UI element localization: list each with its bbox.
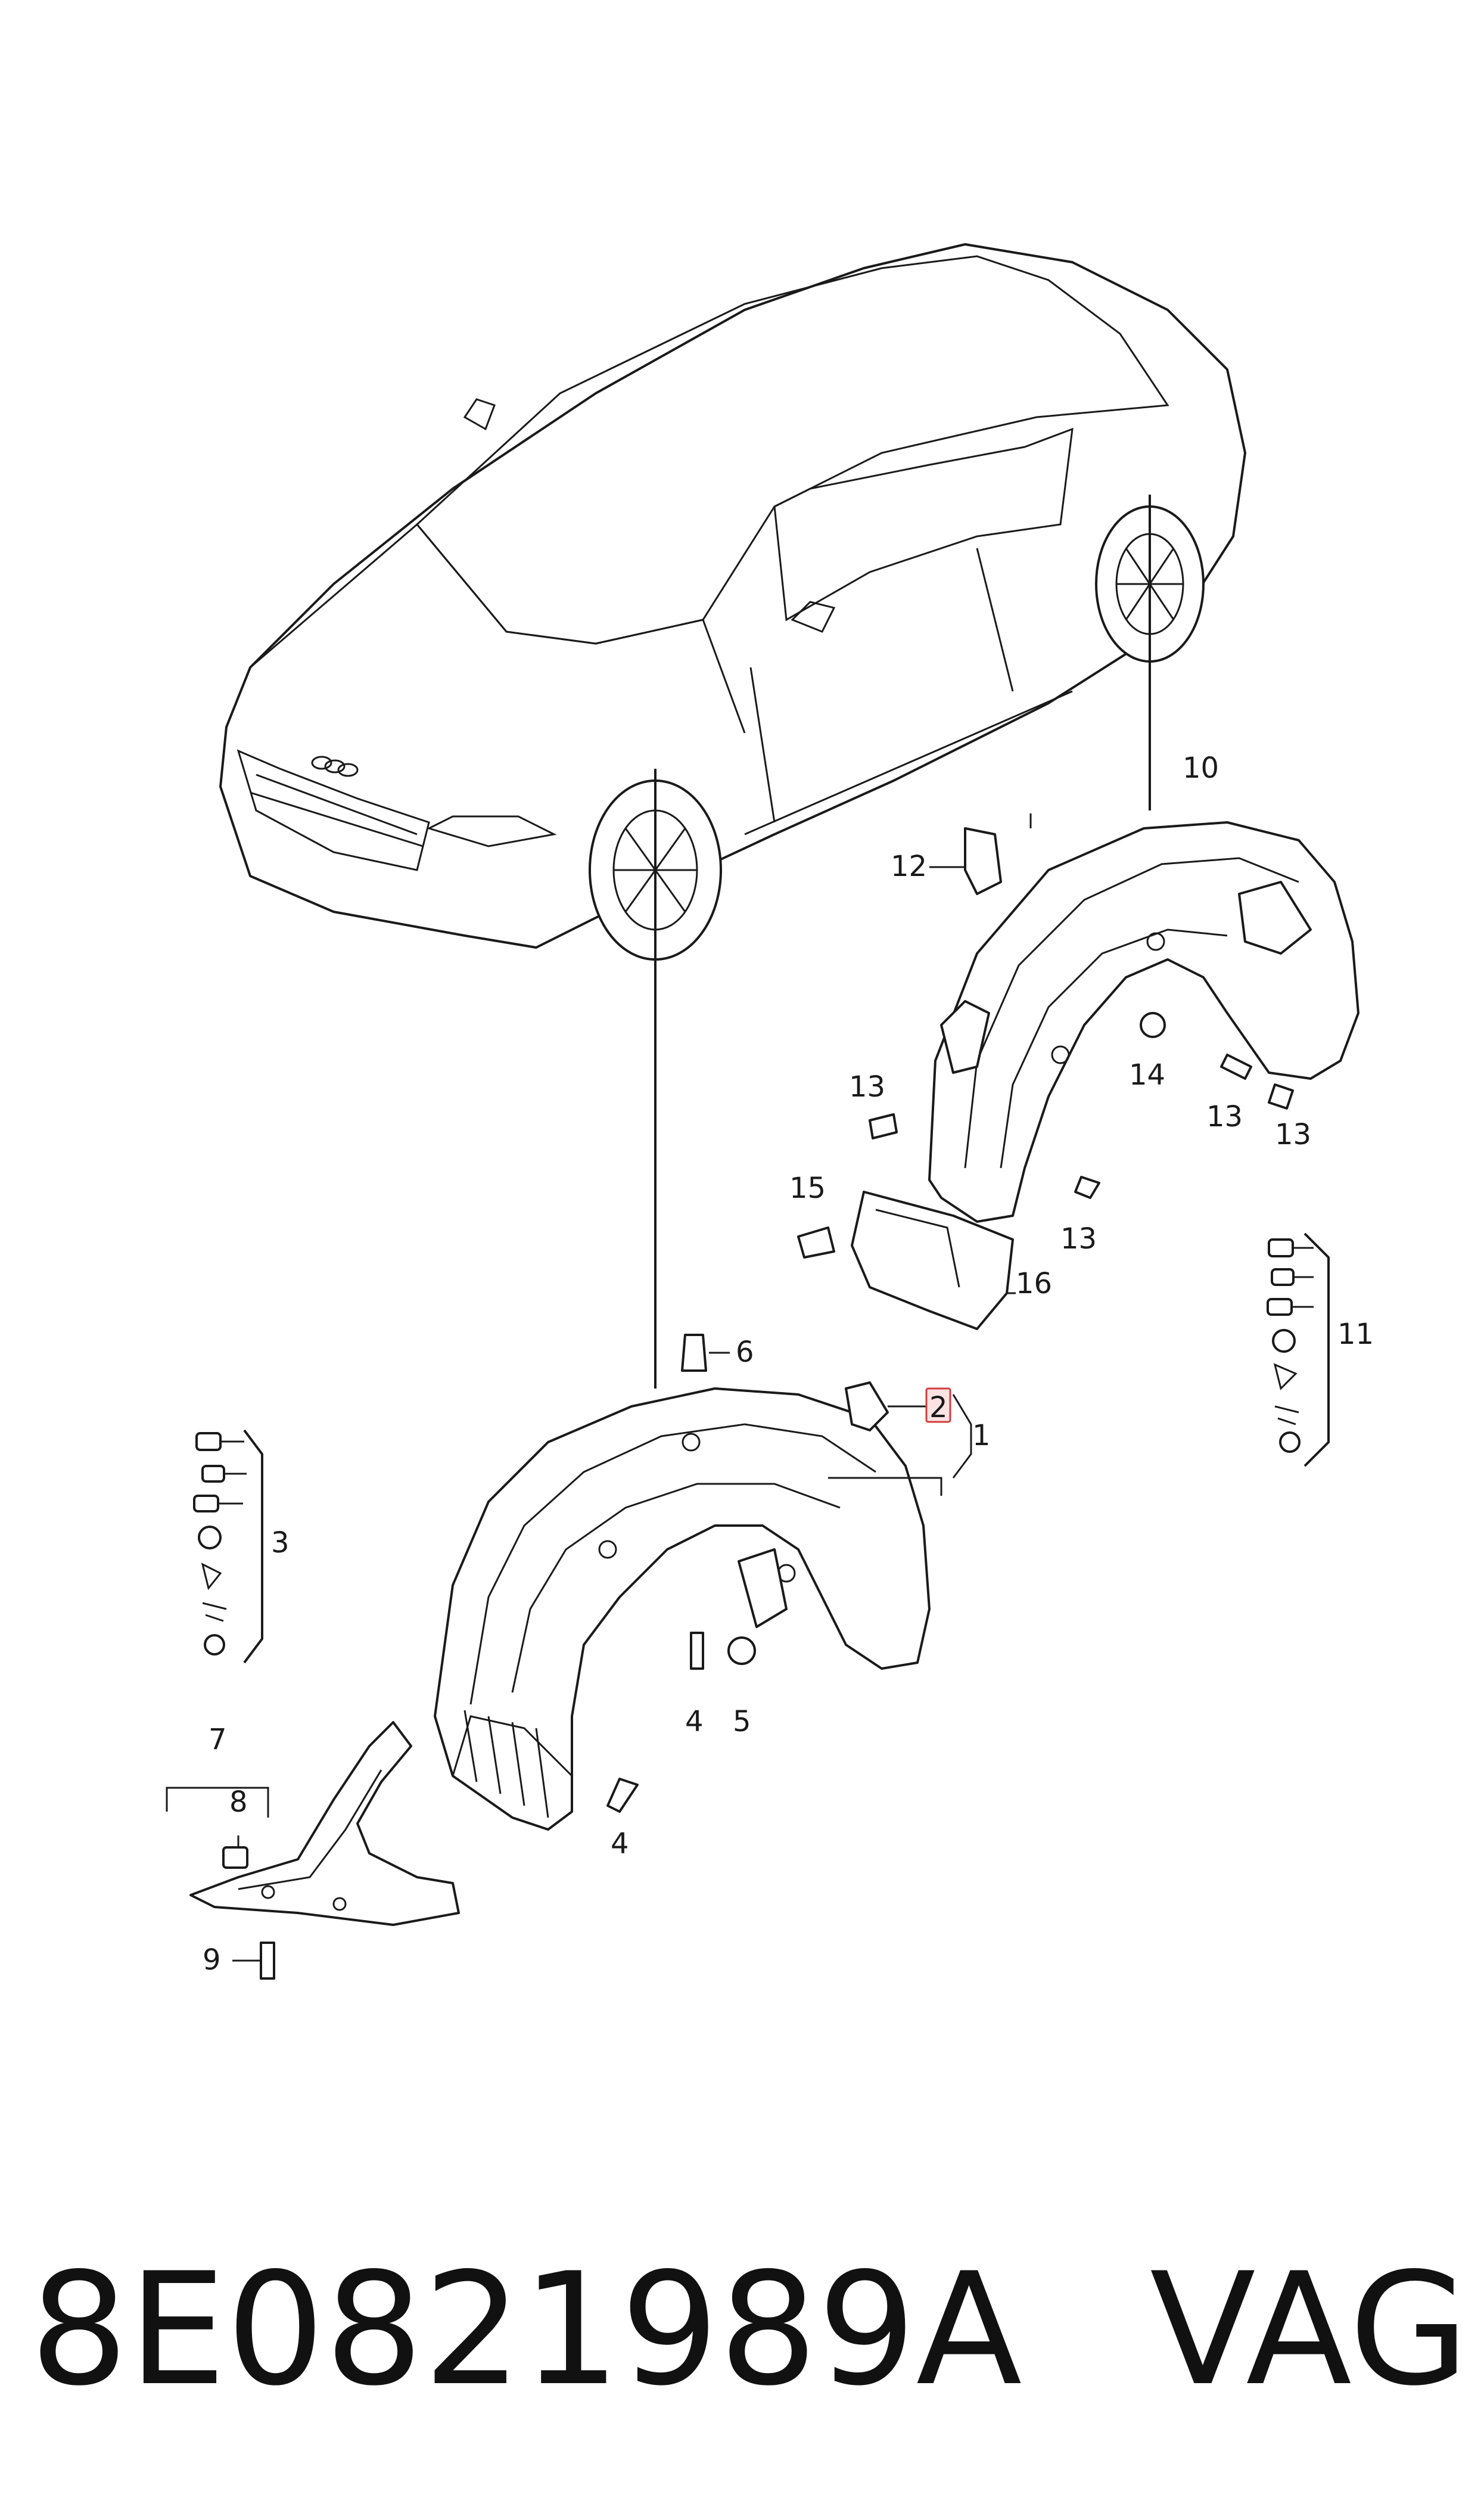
callout-13a: 13 (849, 1070, 885, 1104)
wheel-arch-trim (189, 1721, 460, 1926)
screw-4a-part (690, 1632, 704, 1670)
screw-13a-part (869, 1113, 898, 1139)
callout-2-highlight: 2 (925, 1387, 951, 1424)
bracket-3 (243, 1429, 263, 1664)
screw-13c-part (1268, 1083, 1294, 1110)
fastener-set-11 (1267, 1238, 1314, 1453)
part-number: 8E0821989A (30, 2240, 1022, 2420)
callout-4a: 4 (685, 1705, 704, 1738)
bracket-11 (1303, 1232, 1330, 1467)
callout-3: 3 (271, 1526, 290, 1560)
screw-4b-part (606, 1778, 639, 1813)
rivet-15-part (797, 1226, 835, 1259)
callout-2: 2 (929, 1391, 948, 1424)
callout-13b: 13 (1206, 1100, 1243, 1133)
logo-rings-icon (311, 756, 359, 777)
leader-1a (828, 1477, 942, 1496)
nut-14-part (1140, 1012, 1166, 1038)
front-wheel-housing-liner (434, 1387, 931, 1831)
mud-flap (851, 1191, 1014, 1330)
callout-7: 7 (209, 1723, 227, 1756)
callout-11: 11 (1337, 1318, 1374, 1351)
brand-label: VAG (1150, 2240, 1469, 2420)
rear-wheel-housing-liner (928, 821, 1359, 1223)
footer: 8E0821989A VAG (30, 2240, 1469, 2420)
screw-9-part (260, 1942, 275, 1980)
bracket-1 (952, 1394, 972, 1479)
nut-5-part (727, 1636, 756, 1665)
callout-12: 12 (891, 850, 927, 883)
rivet-6-part (681, 1334, 707, 1372)
callout-4b: 4 (611, 1827, 629, 1860)
callout-6: 6 (736, 1335, 754, 1369)
callout-13d: 13 (1060, 1222, 1097, 1256)
bracket-7b (214, 1787, 269, 1818)
callout-15: 15 (789, 1172, 826, 1205)
callout-10: 10 (1183, 751, 1219, 785)
callout-1: 1 (972, 1419, 991, 1452)
clip-2-part (845, 1381, 889, 1431)
fastener-set-3 (193, 1432, 247, 1655)
bracket-7 (166, 1787, 214, 1812)
screw-13d-part (1074, 1176, 1100, 1199)
callout-8: 8 (229, 1785, 248, 1819)
clip-12-part (964, 827, 1002, 895)
callout-13c: 13 (1275, 1118, 1311, 1151)
callout-16: 16 (1016, 1267, 1052, 1300)
callout-9: 9 (203, 1943, 221, 1977)
screw-13b-part (1220, 1054, 1252, 1080)
callout-5: 5 (733, 1705, 751, 1738)
callout-14: 14 (1129, 1058, 1165, 1092)
clip-8-part (222, 1846, 248, 1869)
